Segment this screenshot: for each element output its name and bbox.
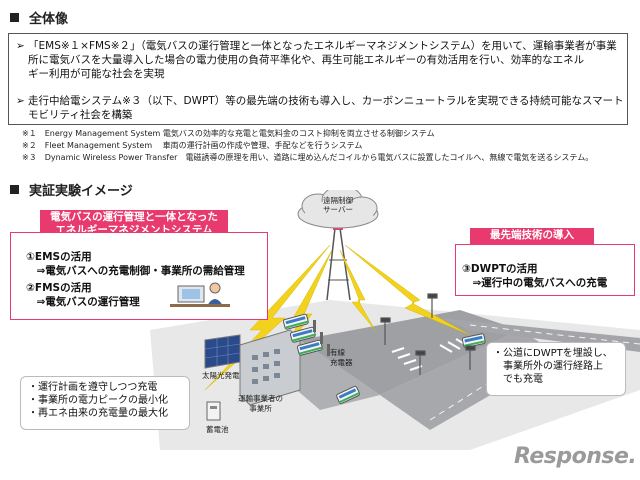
heading-square-icon (10, 13, 19, 22)
left-note-line: ・再エネ由来の充電量の最大化 (28, 407, 182, 420)
dwpt-callout-text: ③DWPTの活用 ⇒運行中の電気バスへの充電 (462, 262, 607, 290)
cloud-line: サーバー (318, 205, 358, 214)
bullet1-line: ギー利用が可能な社会を実現 (16, 67, 624, 81)
overview-bullet-2: ➢走行中給電システム※３（以下、DWPT）等の最先端の技術も導入し、カーボンニュ… (16, 94, 624, 122)
response-logo: Response. (514, 444, 636, 469)
footnote-fms: ※２ Fleet Management System 車両の運行計画の作成や管理… (22, 141, 362, 151)
antenna-tower (327, 222, 350, 300)
ems-line: ①EMSの活用 (26, 250, 245, 264)
cloud-server-label: 遠隔制御 サーバー (318, 196, 358, 214)
arrow-bullet-icon: ➢ (16, 94, 28, 108)
ems-line: ⇒電気バスへの充電制御・事業所の需給管理 (26, 264, 245, 278)
solar-label: 太陽光発電 (202, 370, 240, 381)
overview-heading: 全体像 (10, 8, 68, 27)
bullet1-line: 所に電気バスを大量導入した場合の電力使用の負荷平準化や、再生可能エネルギーの有効… (16, 53, 624, 67)
battery-label: 蓄電池 (206, 424, 229, 435)
office-line: 運輸事業者の (238, 394, 283, 404)
bullet2-line: 走行中給電システム※３（以下、DWPT）等の最先端の技術も導入し、カーボンニュー… (28, 95, 624, 107)
right-note-line: 事業所外の運行経路上 (493, 360, 619, 373)
left-note-line: ・事業所の電力ピークの最小化 (28, 394, 182, 407)
arrow-bullet-icon: ➢ (16, 39, 28, 53)
overview-bullet-1: ➢「EMS※１×FMS※２」（電気バスの運行管理と一体となったエネルギーマネジメ… (16, 39, 624, 81)
right-note-box: ・公道にDWPTを埋設し、 事業所外の運行経路上 でも充電 (486, 342, 626, 396)
charger-label: 有線 充電器 (330, 348, 353, 368)
right-note-line: でも充電 (493, 373, 619, 386)
battery-icon (207, 402, 220, 420)
left-note-line: ・運行計画を遵守しつつ充電 (28, 381, 182, 394)
bullet1-line: 「EMS※１×FMS※２」（電気バスの運行管理と一体となったエネルギーマネジメン… (28, 40, 617, 52)
office-label: 運輸事業者の 事業所 (238, 394, 283, 414)
charger-line: 充電器 (330, 358, 353, 368)
office-line: 事業所 (238, 404, 283, 414)
left-note-box: ・運行計画を遵守しつつ充電 ・事業所の電力ピークの最小化 ・再エネ由来の充電量の… (20, 376, 190, 430)
cloud-line: 遠隔制御 (318, 196, 358, 205)
solar-panel-icon (205, 335, 240, 368)
footnote-ems: ※１ Energy Management System 電気バスの効率的な充電と… (22, 129, 435, 139)
footnote-dwpt: ※３ Dynamic Wireless Power Transfer 電磁誘導の… (22, 153, 593, 163)
ems-title-line: 電気バスの運行管理と一体となった (40, 211, 228, 224)
charger-line: 有線 (330, 348, 353, 358)
operator-overlay (168, 280, 238, 316)
dwpt-line: ③DWPTの活用 (462, 262, 607, 276)
right-note-line: ・公道にDWPTを埋設し、 (493, 347, 619, 360)
dwpt-line: ⇒運行中の電気バスへの充電 (462, 276, 607, 290)
dwpt-callout-title: 最先端技術の導入 (470, 228, 594, 244)
bullet2-line: モビリティ社会を構築 (16, 108, 624, 122)
